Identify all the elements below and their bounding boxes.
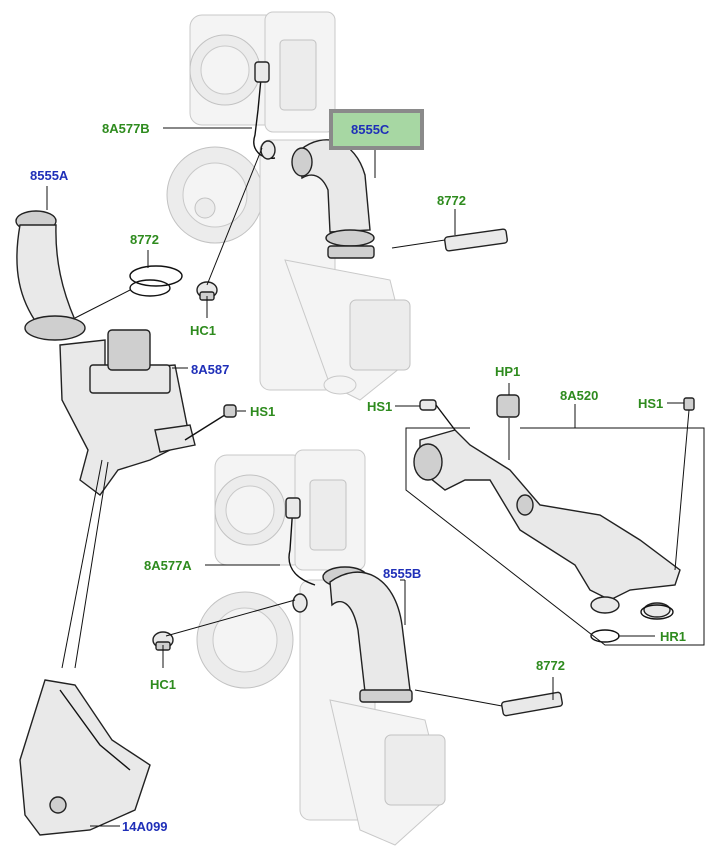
sensor-hs1-right xyxy=(674,397,695,571)
leader-cover xyxy=(61,459,103,669)
label-8772-bottom[interactable]: 8772 xyxy=(536,658,565,673)
label-hc1-top[interactable]: HC1 xyxy=(190,323,216,338)
hose-8555a xyxy=(15,210,86,341)
housing-8a587 xyxy=(59,329,196,496)
label-8a520[interactable]: 8A520 xyxy=(560,388,598,403)
clip-hc1-top xyxy=(196,281,218,301)
label-hs1-left[interactable]: HS1 xyxy=(250,404,275,419)
pipe-8a520-box xyxy=(405,427,705,646)
label-hs1-right[interactable]: HS1 xyxy=(638,396,663,411)
label-14a099[interactable]: 14A099 xyxy=(122,819,168,834)
engine-ghost-bottom xyxy=(196,449,446,846)
label-hp1[interactable]: HP1 xyxy=(495,364,520,379)
label-8555b[interactable]: 8555B xyxy=(383,566,421,581)
sensor-hs1-mid xyxy=(419,399,456,431)
clip-hc1-bottom xyxy=(152,631,174,651)
cover-14a099 xyxy=(19,679,151,836)
clamp-8772-top xyxy=(391,228,508,252)
highlight-box-8555c xyxy=(329,109,424,150)
clamp-8772-left xyxy=(129,265,183,297)
label-8a587[interactable]: 8A587 xyxy=(191,362,229,377)
label-hr1[interactable]: HR1 xyxy=(660,629,686,644)
label-8555a[interactable]: 8555A xyxy=(30,168,69,183)
label-8a577a[interactable]: 8A577A xyxy=(144,558,192,573)
leader-cover-2 xyxy=(74,461,109,669)
plug-hp1 xyxy=(496,383,520,460)
label-8772-top[interactable]: 8772 xyxy=(437,193,466,208)
label-8772-left[interactable]: 8772 xyxy=(130,232,159,247)
label-hs1-mid[interactable]: HS1 xyxy=(367,399,392,414)
hose-8555c xyxy=(291,139,375,259)
engine-ghost-top xyxy=(166,11,411,401)
hose-8555b xyxy=(322,566,413,703)
clamp-8772-bottom xyxy=(414,689,563,717)
pipe-8a577a xyxy=(285,497,316,613)
label-hc1-bottom[interactable]: HC1 xyxy=(150,677,176,692)
label-8a577b[interactable]: 8A577B xyxy=(102,121,150,136)
sensor-hs1-left xyxy=(184,404,237,441)
leader-lines xyxy=(46,127,684,827)
pipe-8a577b xyxy=(253,61,276,160)
label-8555c[interactable]: 8555C xyxy=(351,122,390,137)
